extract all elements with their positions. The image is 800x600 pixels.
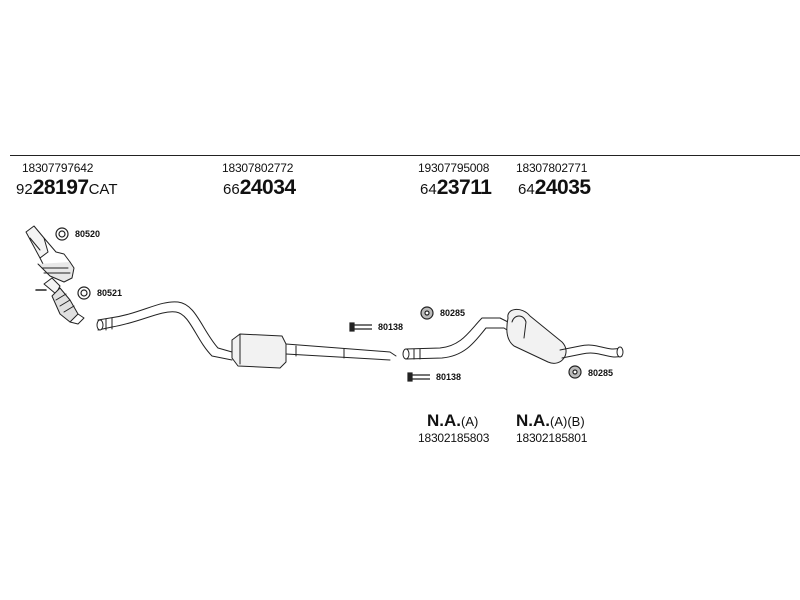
part-code: 6423711 xyxy=(420,176,492,199)
rubber-mount-icon xyxy=(568,365,582,379)
na-text: N.A. xyxy=(516,411,550,430)
fitting-label: 80138 xyxy=(378,322,404,332)
center-silencer xyxy=(231,333,397,369)
fitting-label: 80521 xyxy=(97,288,123,298)
part-number: 19307795008 xyxy=(418,161,490,175)
not-available-label: N.A.(A)(B) xyxy=(516,412,585,430)
part-code-suffix: CAT xyxy=(88,181,118,198)
bolt-icon xyxy=(407,372,430,382)
front-pipe xyxy=(96,301,233,361)
part-code-main: 23711 xyxy=(436,176,492,199)
part-number: 18302185803 xyxy=(418,431,490,445)
part-number: 18307797642 xyxy=(22,161,94,175)
na-note: (A)(B) xyxy=(550,414,585,429)
part-code: 9228197CAT xyxy=(16,177,117,198)
rear-silencer xyxy=(506,309,624,364)
part-code-prefix: 66 xyxy=(223,181,240,198)
part-code: 6424035 xyxy=(518,177,591,198)
gasket-ring-icon xyxy=(55,227,69,241)
part-code-main: 24035 xyxy=(534,176,591,199)
part-code-prefix: 92 xyxy=(16,181,33,198)
gasket-ring-icon xyxy=(77,286,91,300)
fitting-label: 80520 xyxy=(75,229,101,239)
part-code-prefix: 64 xyxy=(518,181,535,198)
fitting-label: 80285 xyxy=(588,368,614,378)
mid-pipe xyxy=(402,317,511,360)
na-text: N.A. xyxy=(427,411,461,430)
rubber-mount-icon xyxy=(420,306,434,320)
fitting-label: 80138 xyxy=(436,372,462,382)
part-number: 18302185801 xyxy=(516,431,588,445)
part-code-prefix: 64 xyxy=(420,181,437,198)
fitting-label: 80285 xyxy=(440,308,466,318)
header-rule xyxy=(10,155,800,156)
catalytic-converter xyxy=(25,225,85,325)
part-number: 18307802772 xyxy=(222,161,294,175)
part-number: 18307802771 xyxy=(516,161,588,175)
na-note: (A) xyxy=(461,414,479,429)
not-available-label: N.A.(A) xyxy=(427,412,478,430)
bolt-icon xyxy=(349,322,372,332)
part-code: 6624034 xyxy=(223,177,296,198)
part-code-main: 24034 xyxy=(239,176,296,199)
part-code-main: 28197 xyxy=(32,176,89,199)
